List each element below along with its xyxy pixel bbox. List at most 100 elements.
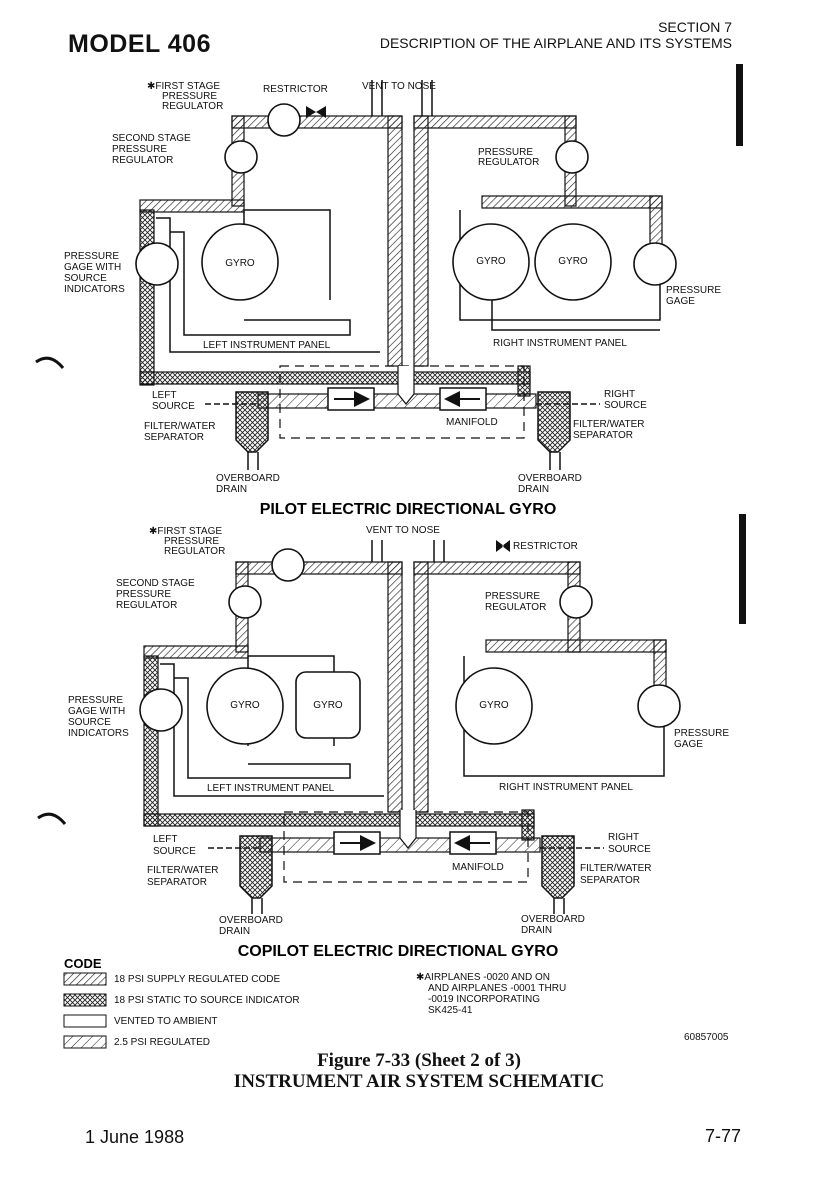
- pilot-gyro-right-2: [534, 223, 612, 301]
- copilot-first-stage-regulator: [271, 548, 305, 582]
- binding-mark: [35, 356, 65, 369]
- pilot-gyro-right-1-label: GYRO: [476, 256, 506, 267]
- p-or-2: DRAIN: [518, 484, 549, 495]
- c-fr-2: SEPARATOR: [580, 875, 640, 886]
- copilot-pressure-regulator: [559, 585, 593, 619]
- p-or-1: OVERBOARD: [518, 473, 582, 484]
- c-or-1: OVERBOARD: [521, 914, 585, 925]
- p-rs-1: RIGHT: [604, 389, 635, 400]
- copilot-filter-left: [239, 835, 273, 914]
- c-pg-1: PRESSURE: [68, 695, 123, 706]
- copilot-vent-label: VENT TO NOSE: [366, 525, 440, 536]
- section-title: DESCRIPTION OF THE AIRPLANE AND ITS SYST…: [379, 35, 732, 51]
- p-ss-3: REGULATOR: [112, 155, 173, 166]
- p-gage-1: PRESSURE: [666, 285, 721, 296]
- p-ss-1: SECOND STAGE: [112, 133, 191, 144]
- p-pg-1: PRESSURE: [64, 251, 119, 262]
- p-pr-2: REGULATOR: [478, 157, 539, 168]
- copilot-gyro-right: [455, 667, 533, 745]
- pilot-first-stage-regulator: [267, 103, 301, 137]
- legend-title: CODE: [64, 956, 102, 971]
- p-fr-2: SEPARATOR: [573, 430, 633, 441]
- p-pg-2: GAGE WITH: [64, 262, 121, 273]
- c-ol-1: OVERBOARD: [219, 915, 283, 926]
- copilot-gyro-left-1: [206, 667, 284, 745]
- pilot-pressure-gage: [633, 242, 677, 286]
- pilot-manifold-label: MANIFOLD: [446, 417, 498, 428]
- figure-caption-block: Figure 7-33 (Sheet 2 of 3) INSTRUMENT AI…: [0, 1050, 838, 1092]
- pilot-restrictor-icon: [306, 106, 326, 118]
- pilot-filter-left: [235, 391, 269, 470]
- pilot-right-panel-label: RIGHT INSTRUMENT PANEL: [493, 338, 627, 349]
- legend-item-1: 18 PSI SUPPLY REGULATED CODE: [114, 974, 280, 985]
- legend-item-4: 2.5 PSI REGULATED: [114, 1037, 210, 1048]
- section-header: SECTION 7 DESCRIPTION OF THE AIRPLANE AN…: [380, 19, 732, 51]
- p-fs-2: PRESSURE: [162, 91, 217, 102]
- legend-swatch-static: [63, 993, 107, 1007]
- c-ol-2: DRAIN: [219, 926, 250, 937]
- c-gage-2: GAGE: [674, 739, 703, 750]
- revision-bar: [736, 64, 743, 146]
- legend: CODE 18 PSI SUPPLY REGULATED CODE 18 PSI…: [63, 956, 729, 1049]
- copilot-right-panel-label: RIGHT INSTRUMENT PANEL: [499, 782, 633, 793]
- copilot-manifold: [208, 810, 604, 883]
- pilot-title: PILOT ELECTRIC DIRECTIONAL GYRO: [260, 501, 557, 518]
- p-pg-3: SOURCE: [64, 273, 107, 284]
- legend-swatch-supply: [63, 972, 107, 986]
- p-pg-4: INDICATORS: [64, 284, 125, 295]
- copilot-pressure-gage-source: [139, 688, 183, 732]
- p-ls-1: LEFT: [152, 390, 176, 401]
- c-pr-1: PRESSURE: [485, 591, 540, 602]
- copilot-filter-right: [541, 835, 575, 914]
- model-title: MODEL 406: [68, 30, 211, 58]
- note-1: ✱AIRPLANES -0020 AND ON: [416, 972, 550, 983]
- copilot-title: COPILOT ELECTRIC DIRECTIONAL GYRO: [238, 943, 559, 960]
- p-gage-2: GAGE: [666, 296, 695, 307]
- c-ls-2: SOURCE: [153, 846, 196, 857]
- c-fl-2: SEPARATOR: [147, 877, 207, 888]
- pilot-left-panel-label: LEFT INSTRUMENT PANEL: [203, 340, 331, 351]
- c-pr-2: REGULATOR: [485, 602, 546, 613]
- copilot-restrictor-label: RESTRICTOR: [513, 541, 578, 552]
- c-pg-2: GAGE WITH: [68, 706, 125, 717]
- p-ss-2: PRESSURE: [112, 144, 167, 155]
- copilot-left-panel-label: LEFT INSTRUMENT PANEL: [207, 783, 335, 794]
- pilot-gyro-right-2-label: GYRO: [558, 256, 588, 267]
- p-ol-1: OVERBOARD: [216, 473, 280, 484]
- footer-date: 1 June 1988: [85, 1127, 185, 1147]
- copilot-second-stage-regulator: [228, 585, 262, 619]
- section-number: SECTION 7: [658, 19, 732, 35]
- copilot-gyro-right-label: GYRO: [479, 700, 509, 711]
- pilot-pressure-gage-source: [135, 242, 179, 286]
- p-fl-1: FILTER/WATER: [144, 421, 215, 432]
- copilot-gyro-left-1-label: GYRO: [230, 700, 260, 711]
- c-fs-2: PRESSURE: [164, 536, 219, 547]
- footer-page-number: 7-77: [705, 1126, 742, 1146]
- c-pg-4: INDICATORS: [68, 728, 129, 739]
- pilot-pressure-regulator: [555, 140, 589, 174]
- legend-item-3: VENTED TO AMBIENT: [114, 1016, 218, 1027]
- pilot-gyro-left: [201, 223, 279, 301]
- c-ss-3: REGULATOR: [116, 600, 177, 611]
- pilot-manifold: [205, 365, 600, 439]
- c-ss-1: SECOND STAGE: [116, 578, 195, 589]
